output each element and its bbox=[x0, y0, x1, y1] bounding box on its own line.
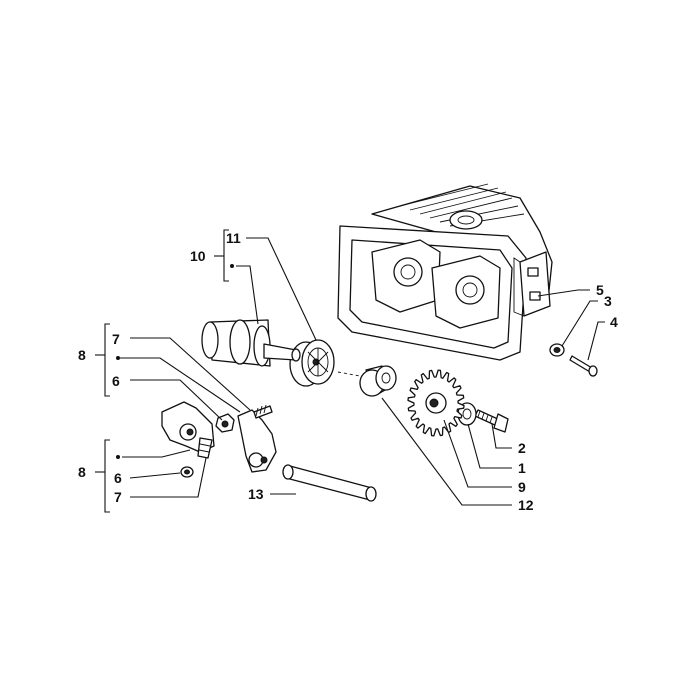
label-13: 13 bbox=[248, 486, 264, 502]
nut-part-3 bbox=[549, 343, 565, 357]
label-12: 12 bbox=[518, 497, 534, 513]
label-3: 3 bbox=[604, 293, 612, 309]
dot-marker bbox=[116, 356, 120, 360]
label-2: 2 bbox=[518, 440, 526, 456]
leader-lines bbox=[120, 237, 605, 506]
camshaft-part-10 bbox=[201, 319, 301, 367]
bolt-part-4 bbox=[569, 355, 598, 377]
label-10: 10 bbox=[190, 248, 206, 264]
label-7-upper: 7 bbox=[112, 331, 120, 347]
bracket-group-8-upper bbox=[95, 323, 110, 397]
roller-part-12 bbox=[359, 365, 397, 397]
label-8-upper: 8 bbox=[78, 347, 86, 363]
label-1: 1 bbox=[518, 460, 526, 476]
sprocket-part-9 bbox=[407, 369, 465, 437]
label-5: 5 bbox=[596, 282, 604, 298]
dot-marker bbox=[230, 264, 234, 268]
label-6-lower: 6 bbox=[114, 470, 122, 486]
bracket-group-10 bbox=[214, 229, 229, 282]
bearing-part-11 bbox=[289, 339, 335, 387]
cylinder-head bbox=[337, 183, 553, 361]
label-8-lower: 8 bbox=[78, 464, 86, 480]
bracket-group-8-lower bbox=[95, 439, 110, 513]
pin-part-13 bbox=[282, 464, 377, 502]
rocker-arm-upper bbox=[237, 404, 277, 473]
label-6-upper: 6 bbox=[112, 373, 120, 389]
label-9: 9 bbox=[518, 479, 526, 495]
dot-marker bbox=[116, 455, 120, 459]
label-4: 4 bbox=[610, 314, 618, 330]
label-11: 11 bbox=[226, 230, 241, 246]
bolt-part-2 bbox=[474, 409, 509, 433]
label-7-lower: 7 bbox=[114, 489, 122, 505]
nut-part-6-lower bbox=[180, 466, 194, 478]
rocker-arm-lower bbox=[161, 401, 215, 459]
